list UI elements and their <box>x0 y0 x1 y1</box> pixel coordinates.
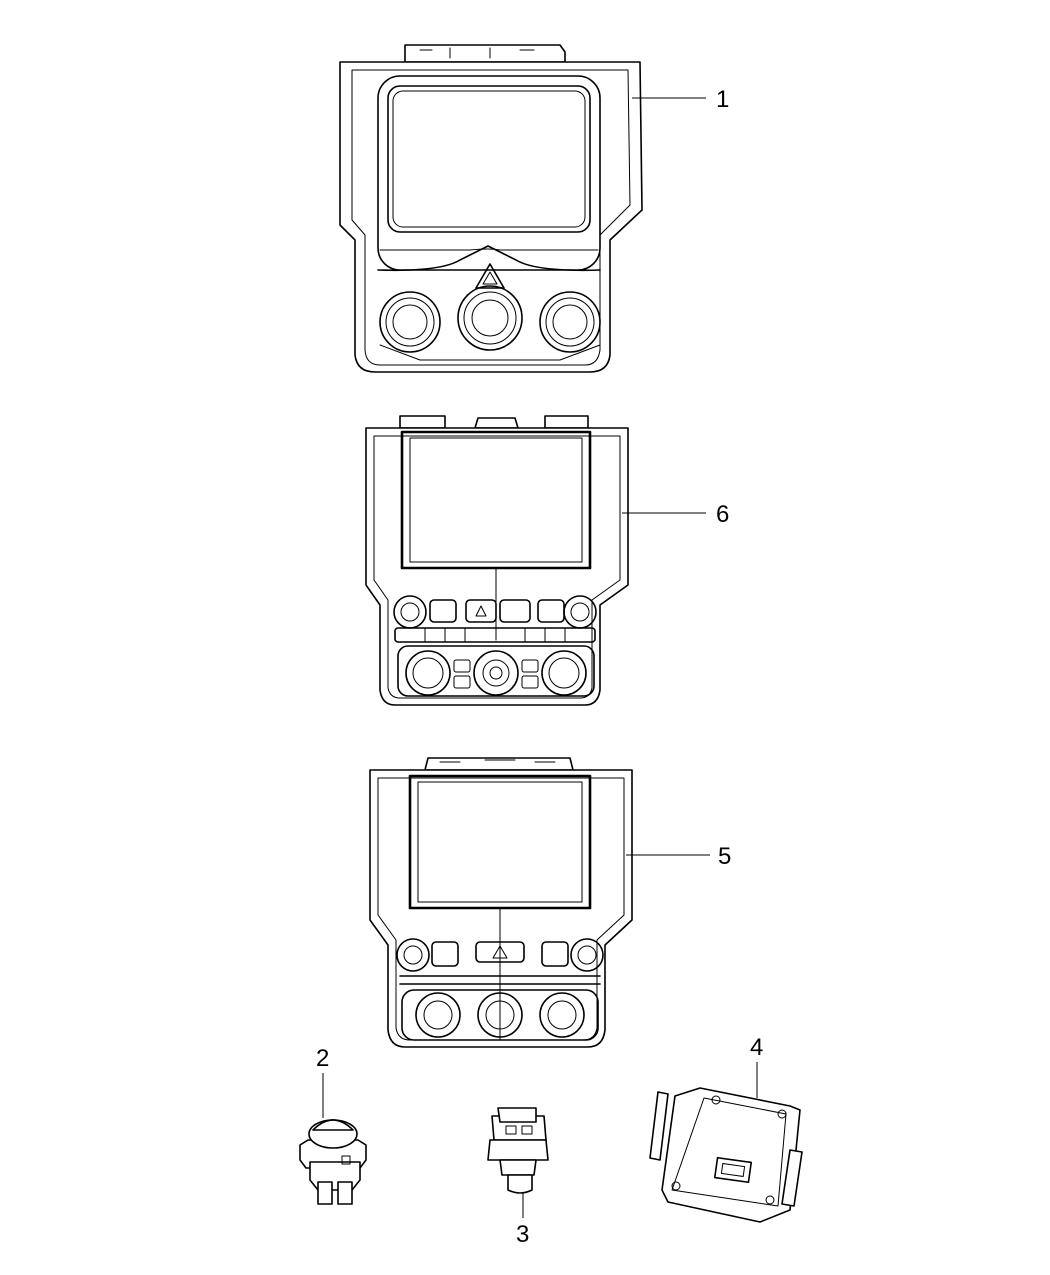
part-6-control-panel <box>365 415 629 706</box>
part-3-usb-port <box>487 1107 549 1194</box>
part-4-module <box>649 1087 803 1223</box>
part-5-control-panel <box>369 757 633 1048</box>
callout-3: 3 <box>516 1221 529 1248</box>
knob-center <box>457 285 523 351</box>
knob-left <box>379 291 441 353</box>
callout-2: 2 <box>316 1045 329 1072</box>
callout-5: 5 <box>718 843 731 870</box>
callout-6: 6 <box>716 501 729 528</box>
part-2-switch <box>299 1119 367 1205</box>
callout-1: 1 <box>716 86 729 113</box>
callout-4: 4 <box>750 1034 763 1061</box>
part-1-control-panel <box>339 44 643 373</box>
knob-right <box>539 291 601 353</box>
